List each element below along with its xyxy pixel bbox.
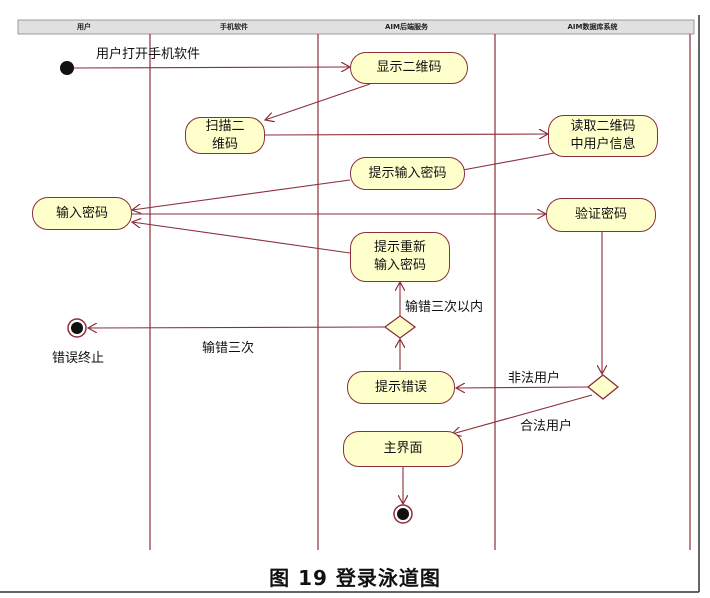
lane-title-database: AIM数据库系统	[567, 23, 618, 31]
node-prompt-retry: 提示重新 输入密码	[350, 232, 450, 282]
label-illegal-user: 非法用户	[508, 371, 561, 386]
flow-prompt-to-input	[132, 179, 351, 210]
start-node	[60, 61, 74, 75]
swimlane-header	[17, 19, 695, 35]
label-wrong-lt3: 输错三次以内	[405, 300, 484, 315]
final-end-node-core	[397, 508, 409, 520]
label-open-app: 用户打开手机软件	[96, 47, 201, 62]
figure-caption: 图 19 登录泳道图	[269, 566, 441, 590]
label-error-end: 错误终止	[52, 351, 105, 366]
decision-retry	[383, 315, 417, 339]
lane-title-backend: AIM后端服务	[385, 23, 428, 31]
node-prompt-error: 提示错误	[347, 371, 455, 404]
flow-start-to-show-qr	[73, 67, 350, 68]
flow-scan-to-read	[264, 134, 548, 135]
decision-user	[586, 374, 620, 400]
label-wrong-3: 输错三次	[202, 341, 255, 356]
flow-prompt-retry-to-input	[132, 222, 351, 254]
node-show-qr: 显示二维码	[350, 52, 468, 84]
node-prompt-pwd: 提示输入密码	[350, 157, 465, 190]
node-verify-pwd: 验证密码	[546, 198, 656, 232]
lane-title-user: 用户	[77, 23, 91, 31]
flow-read-to-prompt	[452, 151, 561, 172]
node-scan-qr: 扫描二 维码	[185, 117, 265, 154]
node-input-pwd: 输入密码	[32, 197, 132, 230]
lane-title-app: 手机软件	[220, 23, 248, 31]
final-end-node	[393, 504, 413, 524]
flow-decision-to-main	[452, 394, 593, 434]
label-legal-user: 合法用户	[520, 419, 573, 434]
flow-retry-decision-to-error-end	[88, 327, 386, 328]
flow-show-qr-to-scan	[265, 83, 371, 120]
flow-decision-to-error	[456, 387, 589, 388]
node-read-qr: 读取二维码 中用户信息	[548, 115, 658, 157]
error-end-node-core	[71, 322, 83, 334]
error-end-node	[67, 318, 87, 338]
node-main-ui: 主界面	[343, 431, 463, 467]
